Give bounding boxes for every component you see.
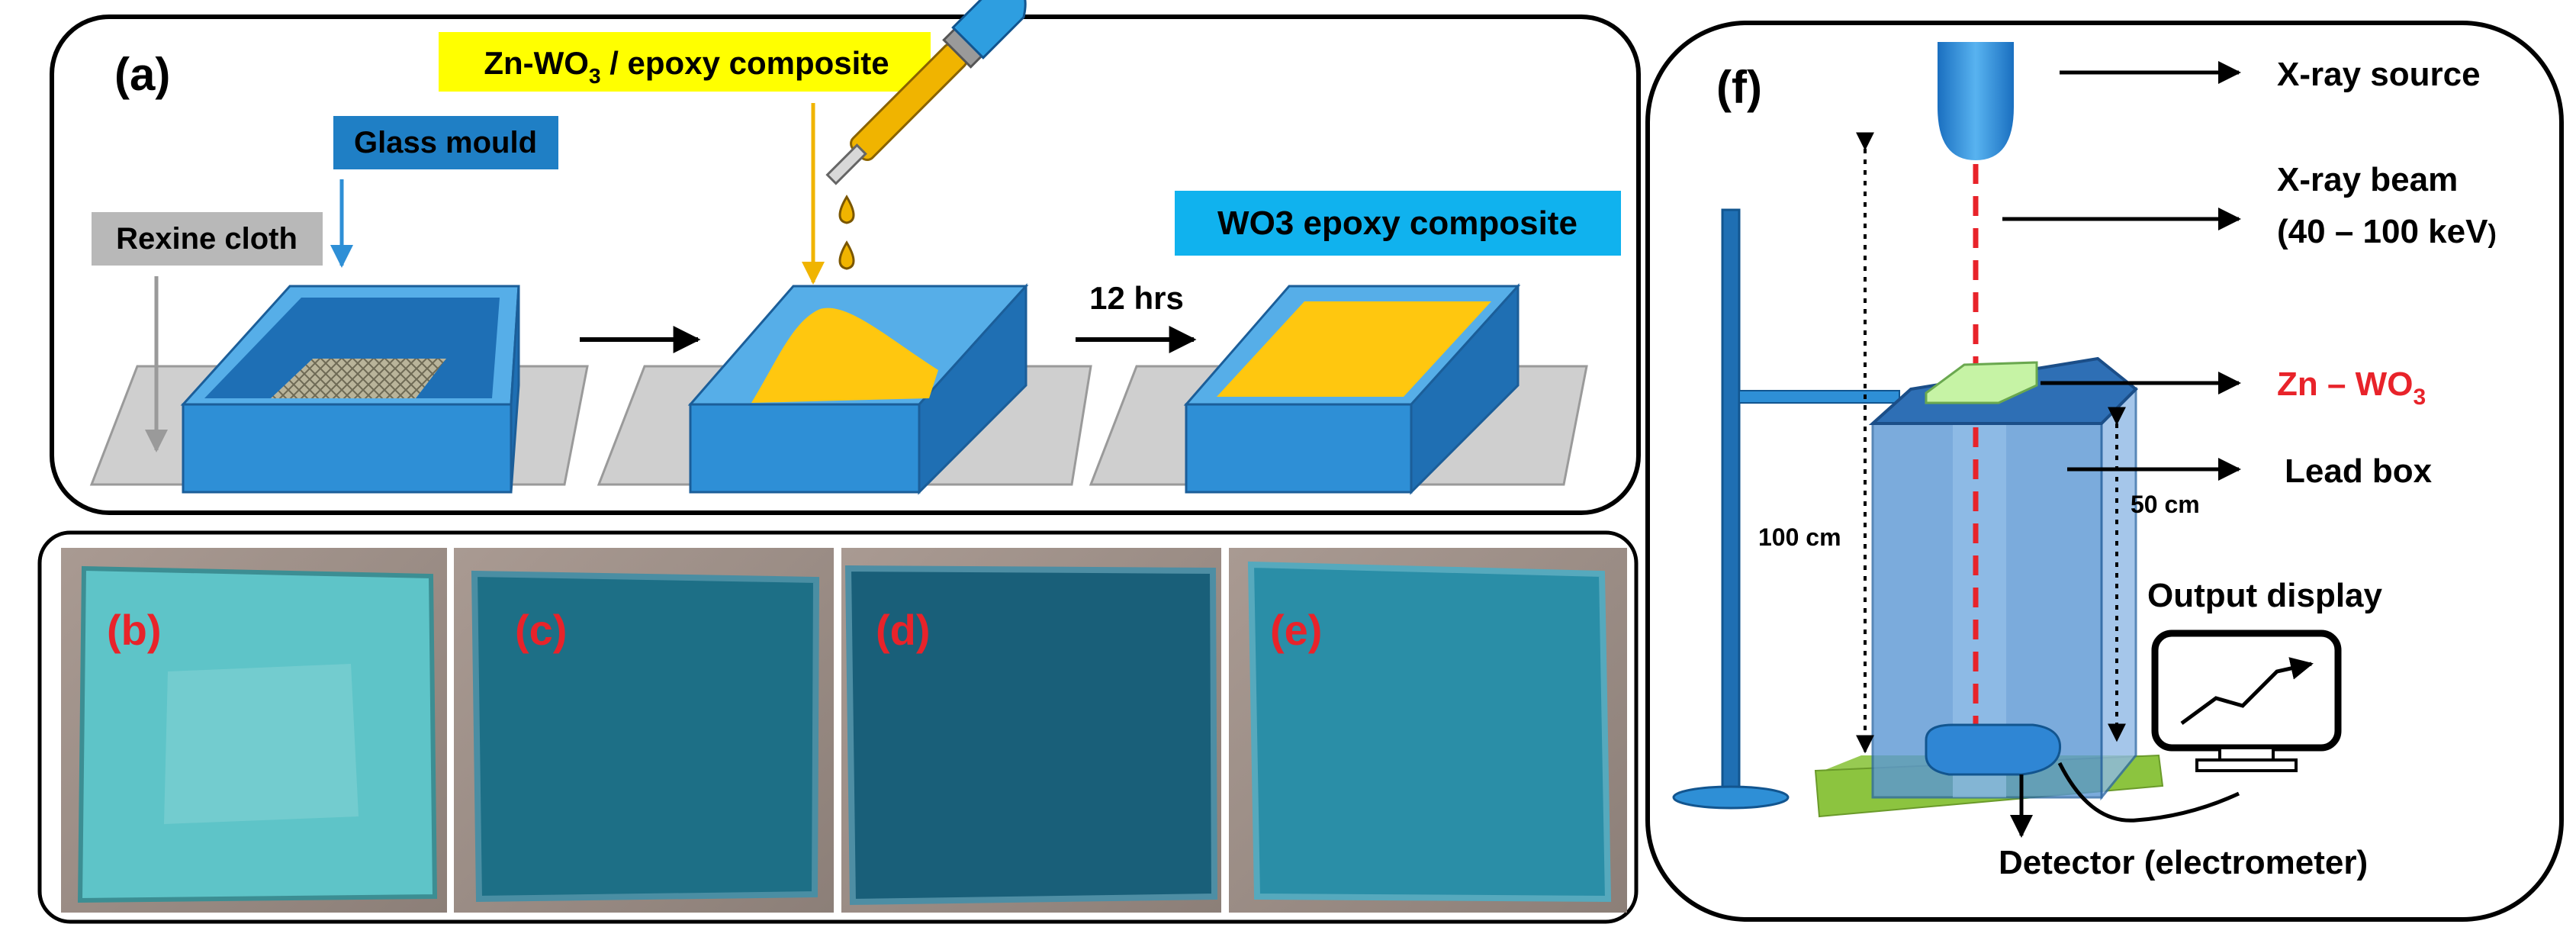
detector-label: Detector (electrometer) [1999, 844, 2368, 881]
mould-side [510, 285, 520, 493]
sample-e-label: (e) [1270, 606, 1322, 654]
panel-f-label: (f) [1716, 62, 1762, 113]
sample-slab [1925, 361, 2038, 404]
sample-c-label: (c) [515, 606, 567, 654]
mould-front-3 [1185, 403, 1413, 494]
output-display-label: Output display [2147, 577, 2383, 614]
dropper-icon [825, 0, 1027, 270]
monitor-icon [2151, 629, 2342, 772]
xray-source-label: X-ray source [2277, 56, 2481, 93]
panel-a-label: (a) [114, 49, 170, 100]
step-2-filling [597, 283, 1092, 495]
result-tag [1175, 191, 1621, 256]
rexine-cloth-label: Rexine cloth [116, 222, 297, 256]
result-label: WO3 epoxy composite [1217, 204, 1577, 242]
panel-f: (f) X-ray source X-ray beam (40 – 100 ke… [1645, 21, 2564, 922]
xray-source-icon [1938, 42, 2014, 160]
sample-b: (b) [61, 548, 447, 913]
glass-mould-tag [333, 116, 558, 169]
glass-mould-label: Glass mould [354, 126, 537, 159]
sample-d-label: (d) [876, 606, 931, 654]
composite-heap [751, 308, 938, 403]
energy-label: (40 – 100 keV) [2277, 213, 2497, 250]
distance-100-label: 100 cm [1758, 523, 1841, 551]
sample-panel: (b) (c) (d) (e) [37, 530, 1639, 924]
mould-side-2 [918, 283, 1028, 495]
sample-b-label: (b) [107, 606, 162, 654]
xray-beam-label: X-ray beam [2277, 161, 2458, 198]
step-3-cured [1089, 283, 1588, 495]
sample-e: (e) [1229, 548, 1627, 913]
composite-tag [439, 32, 931, 92]
panel-a: (a) Glass mould Rexine cloth Zn-WO3 / ep… [50, 0, 1641, 515]
sample-c: (c) [454, 548, 834, 913]
mould-front [182, 403, 513, 494]
mould-front-2 [689, 403, 921, 494]
drop-2 [838, 240, 855, 270]
trend-graph-icon [2180, 657, 2314, 726]
mould-side-3 [1410, 283, 1520, 495]
detector-cable [2057, 762, 2240, 823]
detector-icon [1925, 723, 2062, 776]
drop-1 [838, 195, 855, 224]
time-label: 12 hrs [1089, 280, 1184, 316]
sample-d: (d) [841, 548, 1221, 913]
mould-mesh [271, 359, 446, 398]
rexine-cloth-tag [92, 212, 323, 266]
lead-box-label: Lead box [2285, 452, 2433, 490]
composite-label: Zn-WO3 / epoxy composite [484, 45, 889, 88]
step-1-mould [89, 285, 589, 494]
sample-label: Zn – WO3 [2277, 365, 2426, 410]
distance-50-label: 50 cm [2131, 491, 2200, 518]
cured-composite [1217, 301, 1491, 397]
